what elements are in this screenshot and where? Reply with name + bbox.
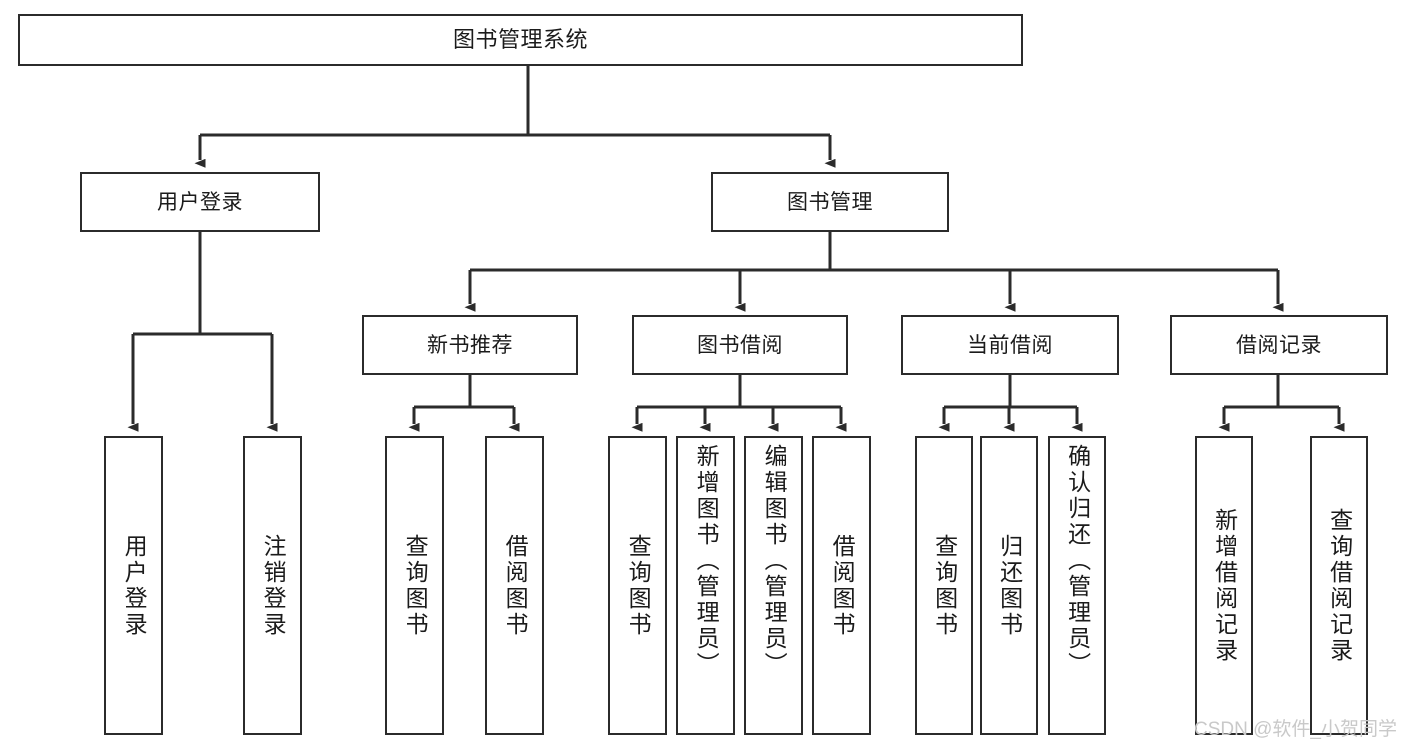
node-label: 用户登录 [121,533,148,638]
leaf-query-book-current[interactable]: 查询图书 [915,436,973,735]
node-label: 查询图书 [931,533,958,638]
node-label: 图书借阅 [697,333,783,357]
leaf-borrow-book[interactable]: 借阅图书 [812,436,871,735]
node-label: 借阅图书 [502,533,529,638]
node-label: 当前借阅 [967,333,1053,357]
node-new-book-recommend[interactable]: 新书推荐 [362,315,578,375]
leaf-add-book-admin[interactable]: 新增图书（管理员） [676,436,735,735]
node-root-system[interactable]: 图书管理系统 [18,14,1023,66]
leaf-add-borrow-record[interactable]: 新增借阅记录 [1195,436,1253,735]
node-borrow-record[interactable]: 借阅记录 [1170,315,1388,375]
node-label: 编辑图书（管理员） [761,444,788,678]
node-label: 图书管理 [787,190,873,214]
node-label: 注销登录 [260,533,287,638]
leaf-return-book[interactable]: 归还图书 [980,436,1038,735]
node-label: 借阅图书 [829,533,856,638]
node-user-login[interactable]: 用户登录 [80,172,320,232]
watermark: CSDN @软件_小贺同学 [1194,719,1397,740]
node-label: 归还图书 [996,533,1023,638]
node-label: 查询图书 [625,533,652,638]
node-current-borrow[interactable]: 当前借阅 [901,315,1119,375]
leaf-query-borrow-record[interactable]: 查询借阅记录 [1310,436,1368,735]
node-label: 新增图书（管理员） [693,444,720,678]
node-label: 确认归还（管理员） [1064,444,1091,678]
leaf-query-book-new[interactable]: 查询图书 [385,436,444,735]
node-label: 查询图书 [402,533,429,638]
leaf-user-login[interactable]: 用户登录 [104,436,163,735]
node-book-management[interactable]: 图书管理 [711,172,949,232]
node-label: 图书管理系统 [452,27,588,52]
leaf-query-book-borrow[interactable]: 查询图书 [608,436,667,735]
leaf-confirm-return-admin[interactable]: 确认归还（管理员） [1048,436,1106,735]
node-label: 借阅记录 [1236,333,1322,357]
node-label: 查询借阅记录 [1326,507,1353,664]
node-label: 新书推荐 [427,333,513,357]
node-label: 用户登录 [157,190,243,214]
node-book-borrow[interactable]: 图书借阅 [632,315,848,375]
leaf-edit-book-admin[interactable]: 编辑图书（管理员） [744,436,803,735]
node-label: 新增借阅记录 [1211,507,1238,664]
leaf-logout[interactable]: 注销登录 [243,436,302,735]
leaf-borrow-book-new[interactable]: 借阅图书 [485,436,544,735]
